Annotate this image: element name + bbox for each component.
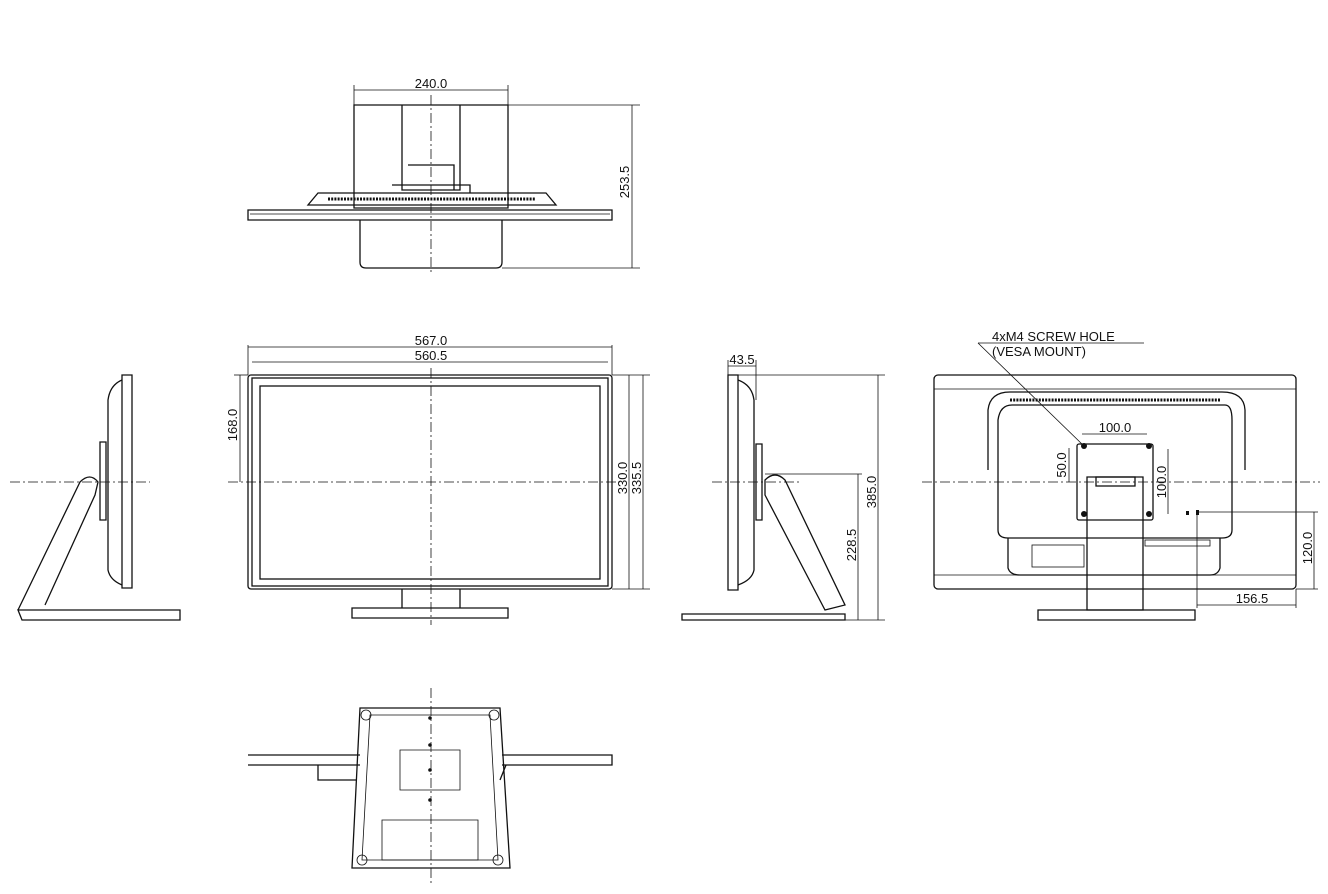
top-view: 240.0 253.5 (247, 76, 640, 275)
rear-view: 4xM4 SCREW HOLE (VESA MOUNT) 100.0 50.0 … (922, 329, 1320, 621)
lock-height-label: 120.0 (1300, 532, 1315, 565)
vesa-hole-icon (1146, 511, 1152, 517)
half-height-label: 168.0 (225, 409, 240, 442)
vesa-horizontal-label: 100.0 (1099, 420, 1132, 435)
screw-hole-callout: 4xM4 SCREW HOLE (992, 329, 1115, 344)
top-depth-label: 253.5 (617, 166, 632, 199)
panel-width-label: 560.5 (415, 348, 448, 363)
front-view: 567.0 560.5 168.0 330.0 335.5 (225, 333, 650, 625)
bottom-view (248, 688, 613, 885)
lock-offset-label: 156.5 (1236, 591, 1269, 606)
lock-slot-icon (1196, 510, 1199, 515)
vesa-vertical-label: 100.0 (1154, 466, 1169, 499)
lock-icon (1186, 511, 1189, 515)
vesa-hole-icon (1146, 443, 1152, 449)
depth-label: 43.5 (729, 352, 754, 367)
left-side-view (10, 374, 181, 621)
overall-height-label: 335.5 (629, 462, 644, 495)
right-side-view: 43.5 385.0 228.5 (681, 352, 885, 621)
vesa-hole-icon (1081, 511, 1087, 517)
center-height-label: 228.5 (844, 529, 859, 562)
top-width-label: 240.0 (415, 76, 448, 91)
vesa-mount-callout: (VESA MOUNT) (992, 344, 1086, 359)
overall-width-label: 567.0 (415, 333, 448, 348)
total-height-label: 385.0 (864, 476, 879, 509)
vesa-offset-label: 50.0 (1054, 452, 1069, 477)
panel-height-label: 330.0 (615, 462, 630, 495)
